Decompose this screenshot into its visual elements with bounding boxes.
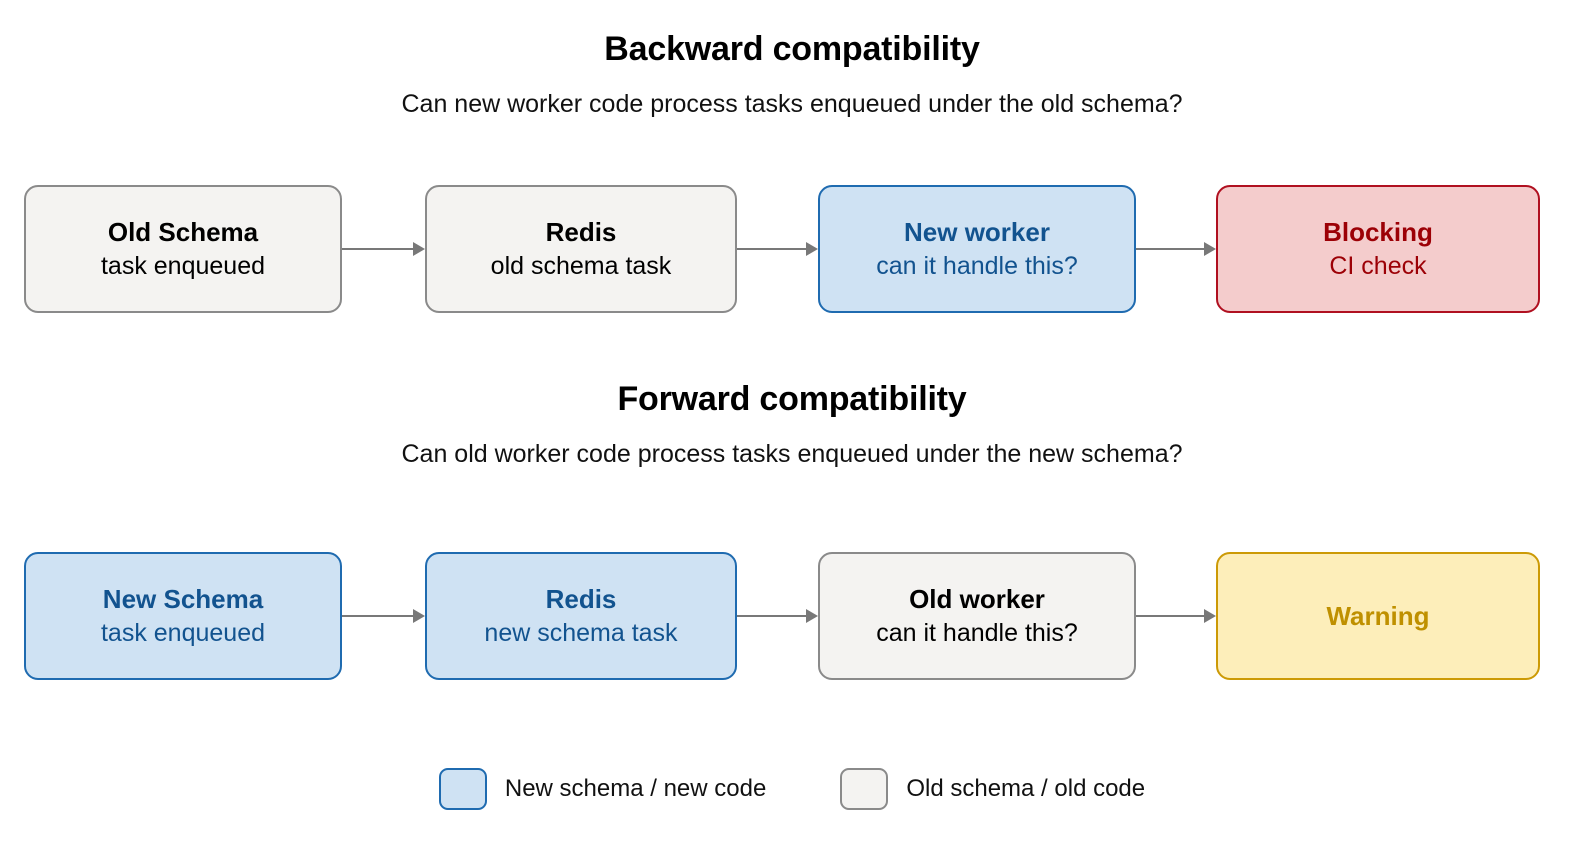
arrow-shaft: [342, 615, 414, 617]
arrow-shaft: [737, 248, 807, 250]
node-redis-old[interactable]: Redis old schema task: [425, 185, 737, 313]
node-new-worker[interactable]: New worker can it handle this?: [818, 185, 1136, 313]
arrow-right-icon-5: [737, 609, 818, 623]
arrow-right-icon-2: [737, 242, 818, 256]
arrow-head: [1204, 609, 1216, 623]
arrow-shaft: [1136, 615, 1205, 617]
legend-label-new: New schema / new code: [504, 775, 767, 802]
node-warning[interactable]: Warning: [1216, 552, 1540, 680]
arrow-head: [413, 242, 425, 256]
node-title: Old worker: [909, 584, 1045, 615]
node-title: Warning: [1326, 600, 1430, 631]
arrow-head: [806, 609, 818, 623]
backward-section-title: Backward compatibility: [604, 30, 980, 68]
node-old-worker[interactable]: Old worker can it handle this?: [818, 552, 1136, 680]
forward-section-title: Forward compatibility: [617, 380, 967, 418]
node-title: Blocking: [1323, 217, 1433, 248]
node-redis-new[interactable]: Redis new schema task: [425, 552, 737, 680]
legend-item-new: New schema / new code: [438, 768, 767, 810]
arrow-shaft: [342, 248, 414, 250]
node-subtitle: task enqueued: [100, 618, 266, 647]
node-old-schema[interactable]: Old Schema task enqueued: [24, 185, 342, 313]
node-subtitle: can it handle this?: [876, 618, 1078, 647]
node-subtitle: new schema task: [484, 618, 678, 647]
arrow-right-icon-4: [342, 609, 425, 623]
legend-swatch-grey-icon: [840, 768, 889, 810]
legend-swatch-blue-icon: [438, 768, 487, 810]
legend-item-old: Old schema / old code: [840, 768, 1145, 810]
legend: New schema / new code Old schema / old c…: [0, 768, 1584, 810]
arrow-right-icon-6: [1136, 609, 1216, 623]
arrow-right-icon-1: [342, 242, 425, 256]
node-subtitle: task enqueued: [100, 251, 266, 280]
backward-flow-row: Old Schema task enqueued Redis old schem…: [0, 185, 1584, 315]
arrow-head: [1204, 242, 1216, 256]
node-title: Old Schema: [107, 217, 259, 248]
node-subtitle: can it handle this?: [876, 251, 1078, 280]
legend-label-old: Old schema / old code: [906, 775, 1146, 802]
node-new-schema[interactable]: New Schema task enqueued: [24, 552, 342, 680]
arrow-head: [413, 609, 425, 623]
arrow-right-icon-3: [1136, 242, 1216, 256]
node-title: New worker: [904, 217, 1050, 248]
arrow-shaft: [1136, 248, 1205, 250]
forward-section-subtitle: Can old worker code process tasks enqueu…: [401, 440, 1183, 468]
arrow-head: [806, 242, 818, 256]
node-title: New Schema: [102, 584, 264, 615]
forward-flow-row: New Schema task enqueued Redis new schem…: [0, 552, 1584, 682]
node-subtitle: CI check: [1329, 251, 1427, 280]
backward-section-subtitle: Can new worker code process tasks enqueu…: [401, 90, 1183, 118]
node-subtitle: old schema task: [490, 251, 672, 280]
node-blocking-ci-check[interactable]: Blocking CI check: [1216, 185, 1540, 313]
node-title: Redis: [545, 584, 617, 615]
node-title: Redis: [545, 217, 617, 248]
arrow-shaft: [737, 615, 807, 617]
